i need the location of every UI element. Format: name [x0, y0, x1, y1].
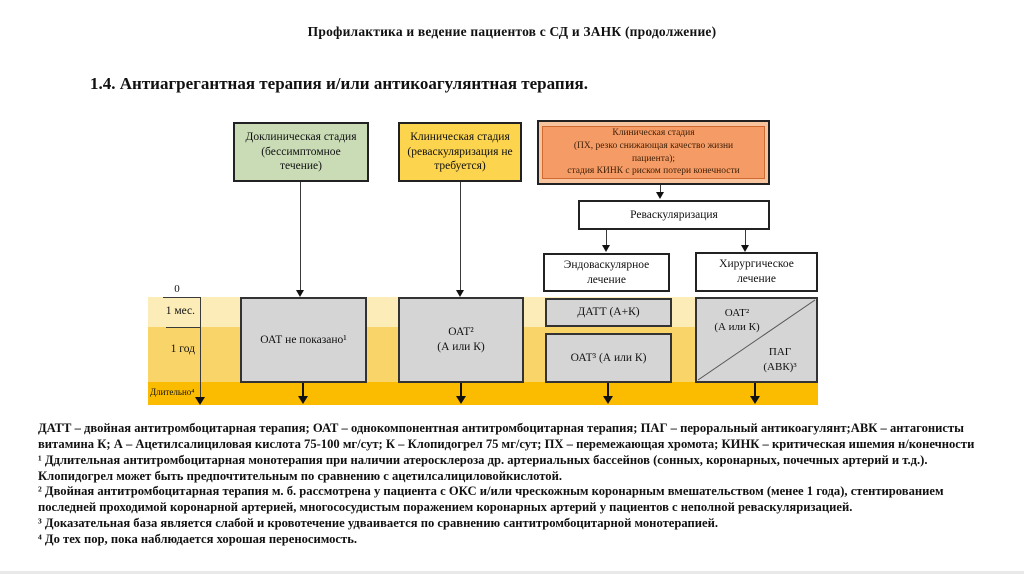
long-term-arrow-1: [302, 383, 304, 397]
timeline-label-0: 0: [174, 283, 180, 295]
timeline-axis-arrowhead-icon: [195, 397, 205, 405]
footnotes: ДАТТ – двойная антитромбоцитарная терапи…: [38, 421, 986, 548]
timeline-axis: [200, 297, 201, 398]
revascularization-box: Реваскуляризация: [578, 200, 770, 230]
section-title: 1.4. Антиагрегантная терапия и/или антик…: [90, 74, 588, 93]
therapy-pag-diagonal-label: ПАГ (АВК)³: [763, 346, 797, 373]
therapy-datt-box: ДАТТ (А+К): [545, 298, 672, 327]
connector-severe: [660, 185, 661, 193]
page-title: Профилактика и ведение пациентов с СД и …: [307, 24, 717, 39]
timeline-label-1year: 1 год: [170, 343, 195, 355]
timeline-tick-0: [163, 297, 200, 298]
stage-preclinical-box: Доклиническая стадия (бессимптомное тече…: [233, 122, 369, 182]
connector-severe-arrowhead-icon: [656, 192, 664, 199]
footnote-3: ³ Доказательная база является слабой и к…: [38, 516, 718, 531]
long-term-arrow-2-head-icon: [456, 396, 466, 404]
slide-bottom-edge: [0, 571, 1024, 574]
long-term-arrow-4: [754, 383, 756, 397]
therapy-oat-not-indicated-box: ОАТ не показано¹: [240, 297, 367, 383]
footnote-4: ⁴ До тех пор, пока наблюдается хорошая п…: [38, 532, 358, 547]
endovascular-box: Эндоваскулярное лечение: [543, 253, 670, 292]
footnote-abbreviations: ДАТТ – двойная антитромбоцитарная терапи…: [38, 421, 975, 451]
therapy-oat2-box: ОАТ² (А или К): [398, 297, 524, 383]
long-term-arrow-3-head-icon: [603, 396, 613, 404]
long-term-arrow-1-head-icon: [298, 396, 308, 404]
connector-surgical-arrowhead-icon: [741, 245, 749, 252]
timeline-label-long: Длительно⁴: [150, 387, 195, 397]
timeline-label-1month: 1 мес.: [165, 305, 195, 317]
long-term-arrow-3: [607, 383, 609, 397]
diagonal-divider-icon: [697, 299, 816, 381]
stage-clinical-box: Клиническая стадия (реваскуляризация не …: [398, 122, 522, 182]
footnote-2: ² Двойная антитромбоцитарная терапия м. …: [38, 484, 944, 515]
therapy-oat2-pag-split-box: ОАТ² (А или К) ПАГ (АВК)³: [695, 297, 818, 383]
long-term-arrow-2: [460, 383, 462, 397]
stage-severe-box-inner: Клиническая стадия (ПХ, резко снижающая …: [542, 125, 765, 180]
connector-endovascular-arrowhead-icon: [602, 245, 610, 252]
long-term-arrow-4-head-icon: [750, 396, 760, 404]
timeline-band-long: [148, 382, 818, 405]
connector-surgical: [745, 230, 746, 246]
connector-clinical: [460, 182, 461, 291]
surgical-box: Хирургическое лечение: [695, 252, 818, 292]
stage-severe-box: Клиническая стадия (ПХ, резко снижающая …: [537, 120, 770, 185]
connector-clinical-arrowhead-icon: [456, 290, 464, 297]
connector-preclinical-arrowhead-icon: [296, 290, 304, 297]
therapy-oat3-box: ОАТ³ (А или К): [545, 333, 672, 383]
therapy-oat2-diagonal-label: ОАТ² (А или К): [714, 307, 760, 334]
connector-preclinical: [300, 182, 301, 291]
footnote-1: ¹ Ддлительная антитромбоцитарная монотер…: [38, 452, 928, 483]
timeline-tick-1month: [166, 327, 200, 328]
connector-endovascular: [606, 230, 607, 246]
